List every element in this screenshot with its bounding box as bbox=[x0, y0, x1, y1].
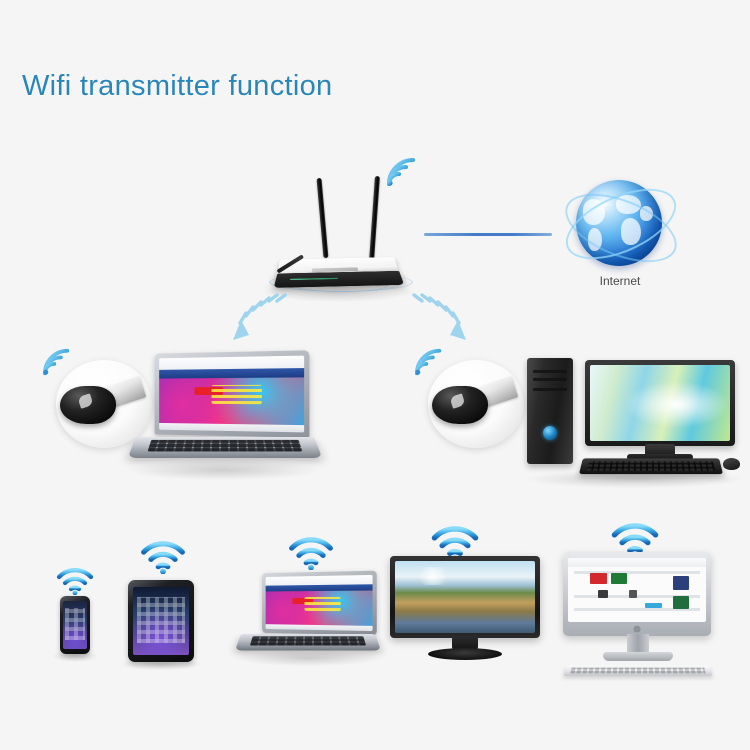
laptop-screen bbox=[159, 355, 305, 433]
smartphone-screen bbox=[63, 601, 87, 649]
imac-bezel bbox=[563, 552, 711, 636]
wifi-signal-icon bbox=[288, 536, 334, 570]
laptop-shadow bbox=[236, 650, 381, 666]
laptop-base bbox=[127, 436, 323, 458]
imac-stand-neck bbox=[627, 634, 649, 654]
monitor-screen bbox=[590, 365, 730, 441]
laptop-lid bbox=[262, 570, 377, 636]
laptop-computer bbox=[234, 570, 382, 666]
ethernet-line bbox=[424, 233, 552, 236]
adapter-body bbox=[432, 386, 488, 424]
imac-screen bbox=[568, 558, 706, 622]
monitor-foot bbox=[627, 454, 693, 460]
adapter-logo bbox=[449, 393, 467, 410]
laptop-shadow bbox=[128, 460, 318, 480]
apple-logo bbox=[632, 623, 642, 633]
smartphone-shadow bbox=[52, 650, 98, 662]
laptop-computer bbox=[127, 350, 323, 480]
adapter-body bbox=[60, 386, 116, 424]
desktop-computer bbox=[527, 352, 742, 488]
wifi-signal-icon bbox=[42, 348, 74, 376]
wifi-signal-icon bbox=[140, 540, 186, 574]
monitor-bezel bbox=[390, 556, 540, 638]
usb-wifi-adapter bbox=[43, 348, 156, 452]
laptop-lid bbox=[154, 350, 310, 438]
tablet-shadow bbox=[120, 658, 202, 670]
imac-stand-foot bbox=[603, 652, 673, 661]
tablet-screen bbox=[133, 587, 189, 655]
router-antenna-right bbox=[369, 175, 380, 263]
laptop-base bbox=[234, 634, 382, 651]
laptop-screen bbox=[265, 574, 373, 632]
monitor-stand bbox=[645, 444, 675, 456]
laptop-keyboard bbox=[249, 636, 367, 646]
wireless-router bbox=[259, 157, 448, 310]
internet-label: Internet bbox=[599, 274, 641, 288]
lcd-monitor bbox=[390, 556, 540, 666]
wifi-signal-icon bbox=[56, 567, 94, 595]
usb-wifi-adapter bbox=[415, 348, 528, 452]
chevron-arrow-down-right bbox=[408, 290, 478, 348]
computer-mouse[interactable] bbox=[723, 458, 740, 470]
monitor-screen bbox=[395, 561, 535, 633]
computer-tower bbox=[527, 358, 573, 464]
power-button[interactable] bbox=[543, 426, 557, 440]
imac-keyboard[interactable] bbox=[563, 665, 713, 676]
all-in-one-computer bbox=[553, 552, 723, 682]
monitor-stand bbox=[452, 636, 478, 650]
internet-node: Internet bbox=[555, 174, 687, 296]
adapter-logo bbox=[77, 393, 95, 410]
desktop-shadow bbox=[527, 470, 742, 488]
smartphone bbox=[60, 596, 90, 654]
computer-keyboard[interactable] bbox=[578, 458, 724, 475]
computer-monitor bbox=[585, 360, 735, 446]
globe-icon bbox=[576, 180, 662, 266]
monitor-foot bbox=[428, 648, 502, 660]
router-antenna-left bbox=[316, 177, 329, 259]
tablet bbox=[128, 580, 194, 662]
chevron-arrow-down-left bbox=[225, 290, 291, 346]
wifi-signal-icon bbox=[386, 157, 420, 187]
page-title: Wifi transmitter function bbox=[22, 70, 333, 102]
wifi-signal-icon bbox=[414, 348, 446, 376]
laptop-keyboard bbox=[147, 439, 303, 452]
